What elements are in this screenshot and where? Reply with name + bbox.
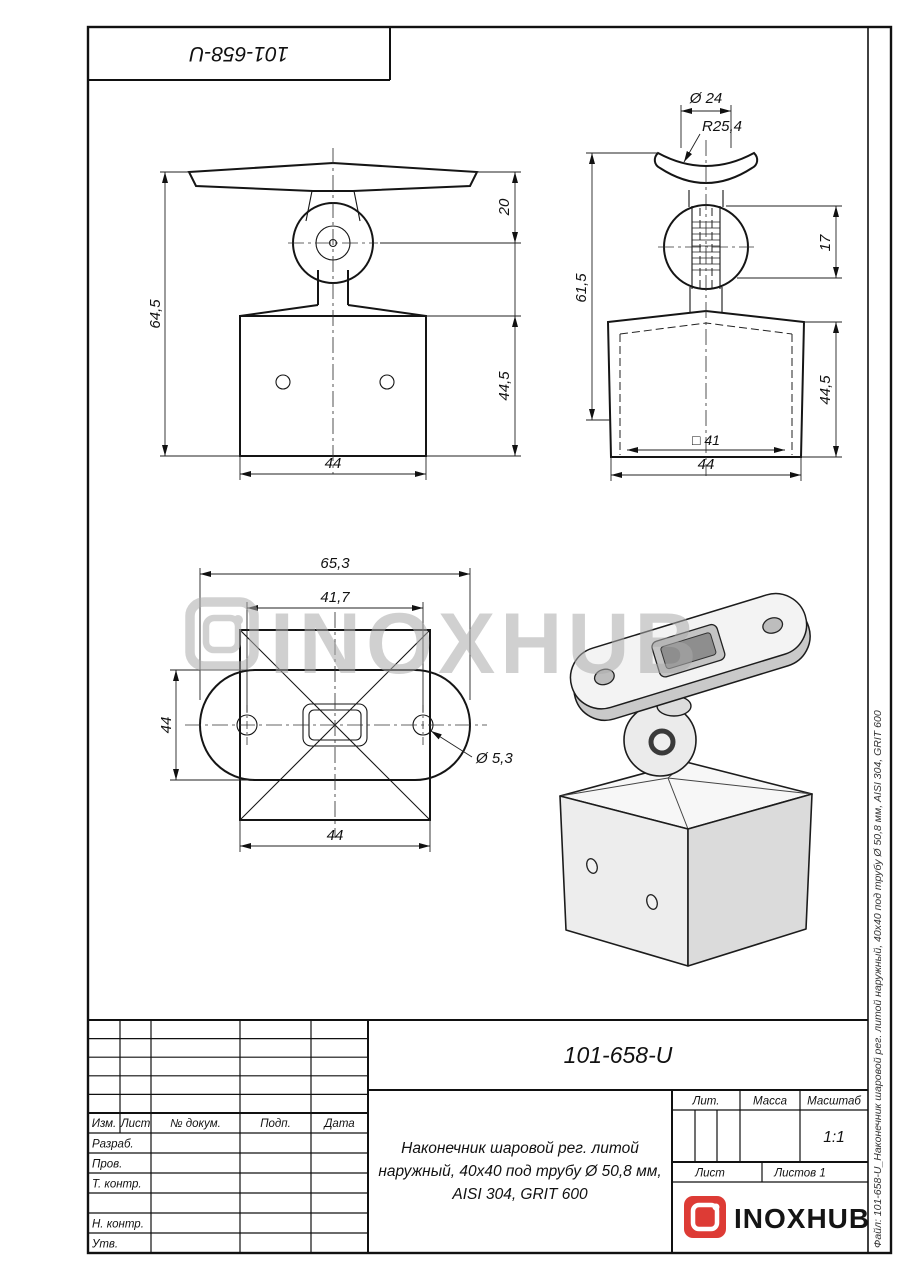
flange-plate — [569, 592, 811, 722]
dim-side-thread: 17 — [817, 234, 834, 251]
view-bottom-dimensions: 65,3 41,7 44 Ø 5,3 44 — [158, 555, 513, 852]
view-side — [606, 140, 806, 476]
dim-bottom-width: 44 — [158, 717, 175, 734]
tb-row-razrab: Разраб. — [92, 1139, 134, 1151]
tb-sheet-label: Лист — [694, 1168, 725, 1180]
tb-sheets-label: Листов 1 — [773, 1168, 825, 1180]
tb-col-data: Дата — [322, 1118, 354, 1130]
tb-mass-label: Масса — [753, 1096, 787, 1108]
tb-scale-label: Масштаб — [807, 1096, 861, 1108]
hole — [275, 374, 291, 390]
tb-col-podp: Подп. — [260, 1118, 291, 1130]
view-bottom — [185, 612, 487, 838]
hole — [236, 714, 258, 736]
ball-hole — [648, 728, 676, 756]
brand-block: INOXHUB — [684, 1196, 870, 1238]
dim-side-cup-height: 44,5 — [817, 375, 834, 405]
view-isometric — [559, 592, 813, 967]
hole — [646, 894, 658, 910]
tb-col-list: Лист — [120, 1118, 151, 1130]
dim-bottom-length: 65,3 — [320, 555, 350, 572]
view-front-dimensions: 64,5 20 44,5 44 — [147, 171, 521, 480]
dim-side-inner-square: □ 41 — [692, 432, 720, 448]
inverted-doc-number: 101-658-U — [189, 42, 289, 65]
tb-col-izm: Изм. — [92, 1118, 117, 1130]
dim-front-plate-height: 20 — [496, 198, 513, 216]
watermark-brand-text: INOXHUB — [270, 596, 702, 692]
hole — [593, 668, 615, 686]
tb-row-tkontr: Т. контр. — [92, 1179, 142, 1191]
tb-col-doc: № докум. — [170, 1118, 221, 1130]
dim-bottom-hole-diameter: Ø 5,3 — [475, 750, 513, 767]
dim-side-height: 61,5 — [573, 273, 590, 303]
sheet-frame — [86, 25, 893, 1255]
inoxhub-logo-icon — [684, 1196, 726, 1238]
tb-scale-value: 1:1 — [823, 1129, 845, 1146]
slot — [660, 632, 717, 670]
watermark: INOXHUB — [185, 596, 702, 692]
dim-bottom-hole-spacing: 41,7 — [320, 589, 350, 606]
dim-front-cup-height: 44,5 — [496, 371, 513, 401]
part-description: Наконечник шаровой рег. литой наружный, … — [378, 1139, 662, 1204]
inoxhub-watermark-icon — [185, 597, 259, 671]
hole — [762, 617, 784, 634]
hole — [586, 858, 598, 874]
dim-side-width: 44 — [698, 456, 715, 473]
dim-side-diameter: Ø 24 — [689, 90, 723, 107]
tb-row-utv: Утв. — [91, 1239, 118, 1251]
tb-brand-text: INOXHUB — [734, 1203, 870, 1234]
dim-bottom-base-width: 44 — [327, 827, 344, 844]
tb-row-prov: Пров. — [92, 1159, 122, 1171]
dim-front-height: 64,5 — [147, 299, 164, 329]
title-block-grid — [88, 1019, 868, 1253]
dim-front-width: 44 — [325, 455, 342, 472]
view-side-dimensions: Ø 24 R25,4 17 61,5 44,5 □ 41 44 — [573, 90, 842, 481]
hole — [379, 374, 395, 390]
file-side-note: Файл: 101-658-U_Наконечник шаровой рег. … — [872, 710, 884, 1248]
title-block-text: Изм. Лист № докум. Подп. Дата Разраб. Пр… — [91, 1042, 861, 1251]
tb-doc-number: 101-658-U — [564, 1042, 673, 1068]
view-front — [187, 148, 479, 474]
dim-side-radius: R25,4 — [702, 118, 742, 135]
tb-lit-label: Лит. — [692, 1096, 720, 1108]
tb-row-nkontr: Н. контр. — [92, 1219, 144, 1231]
